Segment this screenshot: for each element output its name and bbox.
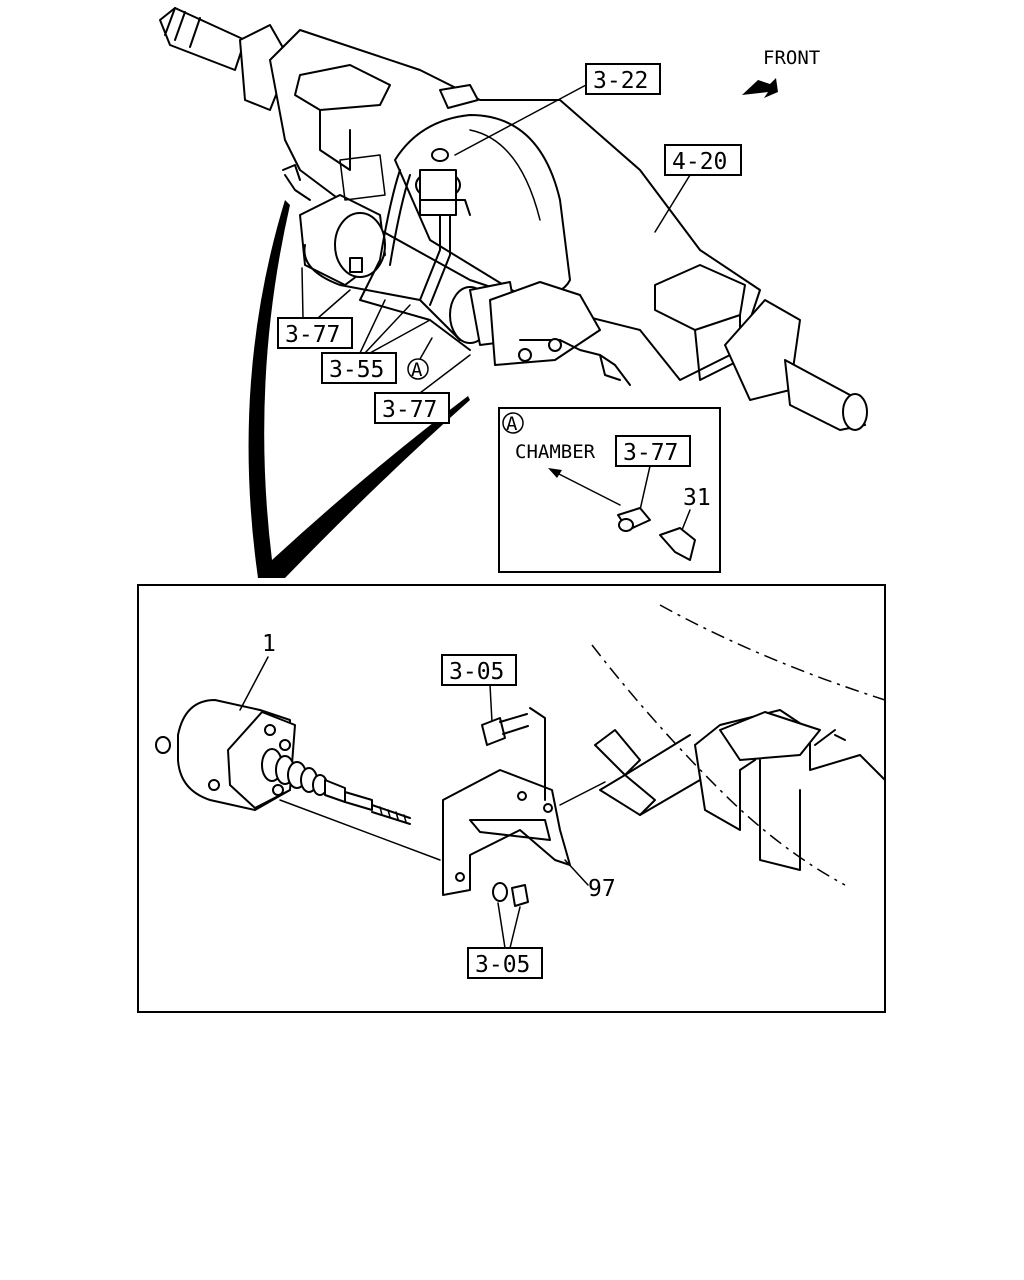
callout-3-77-bottom-text: 3-77 — [382, 397, 437, 423]
callout-4-20-text: 4-20 — [672, 149, 727, 175]
inset-a-marker-text: A — [506, 413, 518, 435]
relay-valve — [415, 148, 471, 216]
detail-box: 1 3-05 97 3-05 — [137, 584, 886, 1013]
front-label: FRONT — [763, 47, 820, 69]
callout-3-22: 3-22 — [454, 63, 661, 156]
callout-3-77-bottom: 3-77 — [374, 354, 471, 424]
view-a-marker-text: A — [411, 359, 423, 381]
callout-3-77-left: 3-77 — [277, 267, 353, 349]
callout-3-55-text: 3-55 — [329, 357, 384, 383]
view-a-marker: A — [407, 337, 433, 381]
front-arrow-icon — [742, 78, 778, 98]
part-1-label: 1 — [262, 631, 276, 657]
detail-pointer — [248, 200, 470, 578]
bracket-part-97 — [442, 707, 606, 896]
callout-3-05-bottom-text: 3-05 — [475, 952, 530, 978]
callout-3-77-left-text: 3-77 — [285, 322, 340, 348]
callout-3-22-text: 3-22 — [593, 68, 648, 94]
bolt-top: 3-05 — [441, 654, 529, 746]
inset-chamber-label: CHAMBER — [515, 441, 596, 463]
inset-view-a: A CHAMBER 3-77 31 — [498, 407, 721, 573]
brake-chamber-part-1 — [155, 699, 441, 861]
callout-3-05-top-text: 3-05 — [449, 659, 504, 685]
part-31-label: 31 — [683, 485, 711, 511]
brake-chamber-left-upper — [282, 154, 386, 286]
front-direction-indicator: FRONT — [742, 47, 820, 98]
callout-3-55: 3-55 — [321, 299, 431, 384]
nut-and-washer: 3-05 — [467, 882, 543, 979]
brake-chamber-right-upper — [449, 281, 631, 386]
callout-4-20: 4-20 — [654, 144, 742, 233]
inset-callout-3-77-text: 3-77 — [623, 440, 678, 466]
brake-pipes — [303, 169, 471, 351]
part-97-label: 97 — [588, 876, 616, 902]
